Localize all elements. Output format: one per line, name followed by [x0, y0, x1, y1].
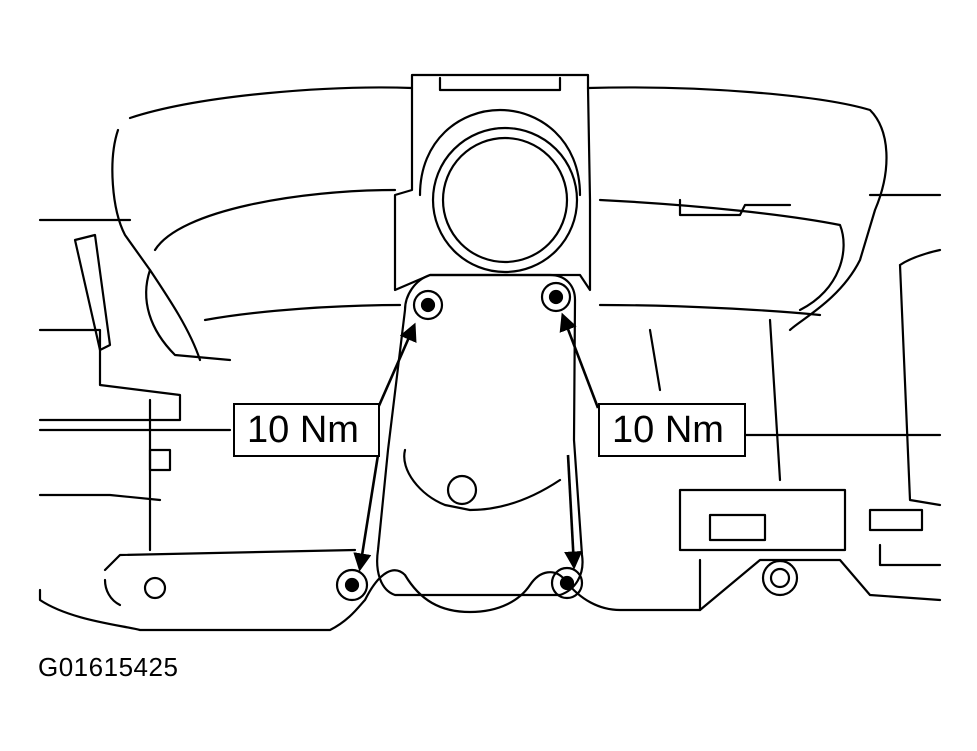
- manifold-outline: [128, 73, 888, 332]
- manifold-inner: [153, 188, 845, 312]
- bracket-plate: [376, 273, 584, 597]
- arrow-icon: [353, 454, 380, 572]
- torque-label-right: 10 Nm: [598, 403, 746, 457]
- arrow-icon: [559, 312, 600, 409]
- bracket-hole: [446, 474, 478, 506]
- figure-id: G01615425: [38, 652, 179, 682]
- bolt-icon: [761, 559, 799, 597]
- bolt-icon: [335, 568, 369, 602]
- arrow-icon: [564, 454, 583, 570]
- bolt-icon: [540, 281, 572, 313]
- torque-label-left: 10 Nm: [233, 403, 380, 457]
- throttle-bore-outer: [431, 126, 579, 274]
- bolt-icon: [412, 289, 444, 321]
- manifold-left-wall: [111, 128, 202, 362]
- arrow-icon: [376, 322, 417, 409]
- bolt-icon: [143, 576, 167, 600]
- throttle-bore-inner: [441, 136, 569, 264]
- engine-block: [38, 558, 942, 632]
